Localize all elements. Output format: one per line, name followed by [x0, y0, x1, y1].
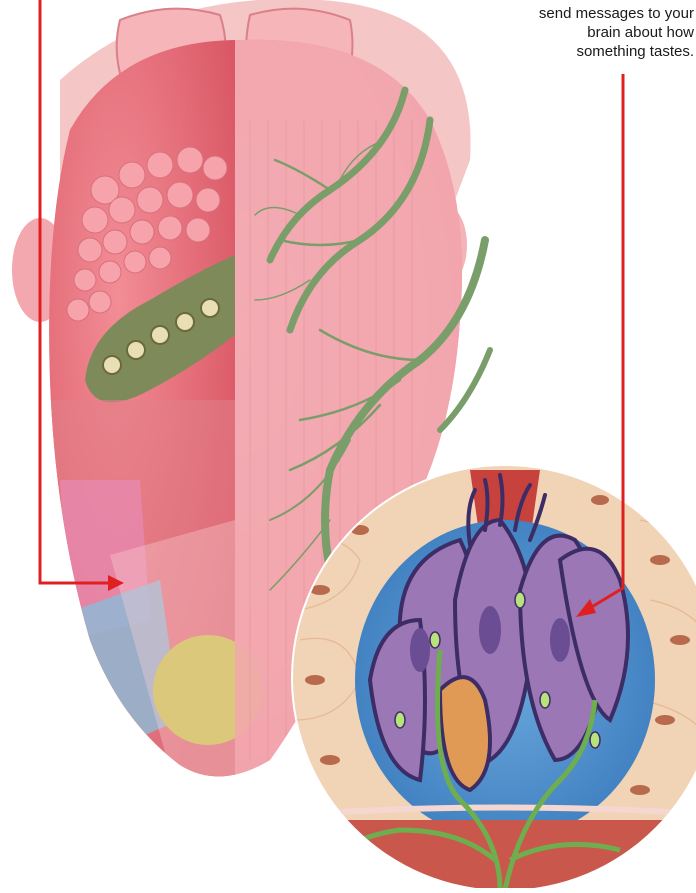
caption-line-3: something tastes. [474, 42, 694, 61]
callout-caption: send messages to your brain about how so… [474, 4, 694, 61]
caption-line-2: brain about how [474, 23, 694, 42]
caption-line-1: send messages to your [474, 4, 694, 23]
